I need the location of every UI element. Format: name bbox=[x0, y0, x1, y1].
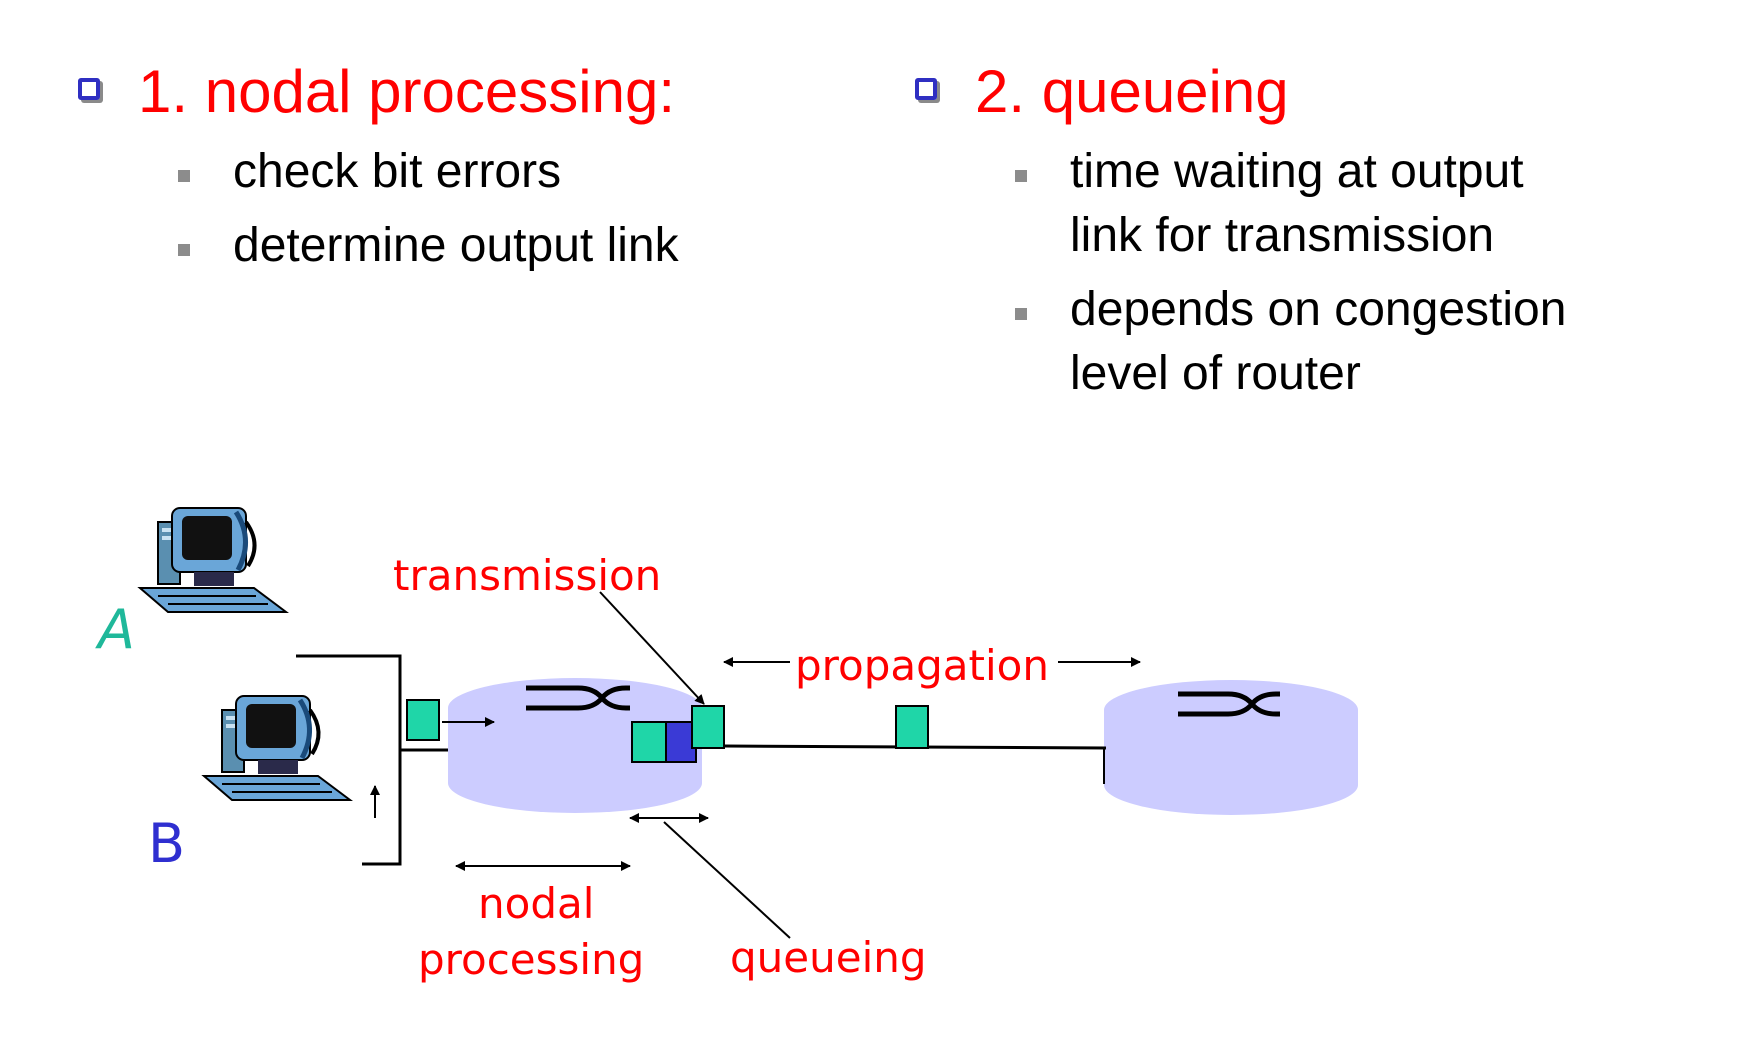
host-b-label: B bbox=[148, 812, 185, 875]
transmission-pointer bbox=[599, 591, 705, 705]
host-a-label: A bbox=[95, 598, 135, 661]
packet-incoming bbox=[406, 699, 440, 741]
bullet-text: depends on congestion level of router bbox=[1070, 283, 1567, 400]
section-heading: 1. nodal processing: bbox=[78, 54, 898, 130]
host-a-computer-icon bbox=[140, 508, 286, 612]
host-b-computer-icon bbox=[204, 696, 350, 800]
router-switch-icon bbox=[1178, 691, 1280, 717]
list-item: time waiting at output link for transmis… bbox=[915, 140, 1590, 268]
label-processing: processing bbox=[418, 935, 644, 984]
bullet-text: time waiting at output link for transmis… bbox=[1070, 145, 1524, 262]
square-bullet-icon bbox=[1015, 170, 1027, 182]
square-bullet-icon bbox=[178, 244, 190, 256]
access-links bbox=[296, 654, 448, 866]
section-queueing: 2. queueing time waiting at output link … bbox=[915, 54, 1735, 406]
packet-propagating bbox=[895, 705, 929, 749]
router-2 bbox=[1104, 680, 1358, 815]
checkbox-bullet-icon bbox=[78, 78, 100, 100]
packet-queued-1 bbox=[631, 721, 667, 763]
heading-queueing: 2. queueing bbox=[975, 58, 1289, 125]
square-bullet-icon bbox=[1015, 308, 1027, 320]
heading-nodal-processing: 1. nodal processing: bbox=[138, 58, 676, 125]
packet-transmitting bbox=[691, 705, 725, 749]
bullet-text: determine output link bbox=[233, 219, 679, 272]
router-switch-icon bbox=[526, 685, 630, 711]
bullet-list: check bit errors determine output link bbox=[78, 140, 898, 278]
list-item: determine output link bbox=[78, 214, 898, 278]
square-bullet-icon bbox=[178, 170, 190, 182]
label-propagation: propagation bbox=[795, 641, 1049, 690]
queueing-pointer bbox=[663, 821, 791, 939]
bullet-text: check bit errors bbox=[233, 145, 562, 198]
label-queueing: queueing bbox=[730, 933, 927, 982]
bullet-list: time waiting at output link for transmis… bbox=[915, 140, 1735, 406]
section-nodal-processing: 1. nodal processing: check bit errors de… bbox=[78, 54, 898, 278]
checkbox-bullet-icon bbox=[915, 78, 937, 100]
label-nodal: nodal bbox=[478, 879, 594, 928]
list-item: check bit errors bbox=[78, 140, 898, 204]
section-heading: 2. queueing bbox=[915, 54, 1735, 130]
label-transmission: transmission bbox=[393, 551, 661, 600]
list-item: depends on congestion level of router bbox=[915, 278, 1590, 406]
